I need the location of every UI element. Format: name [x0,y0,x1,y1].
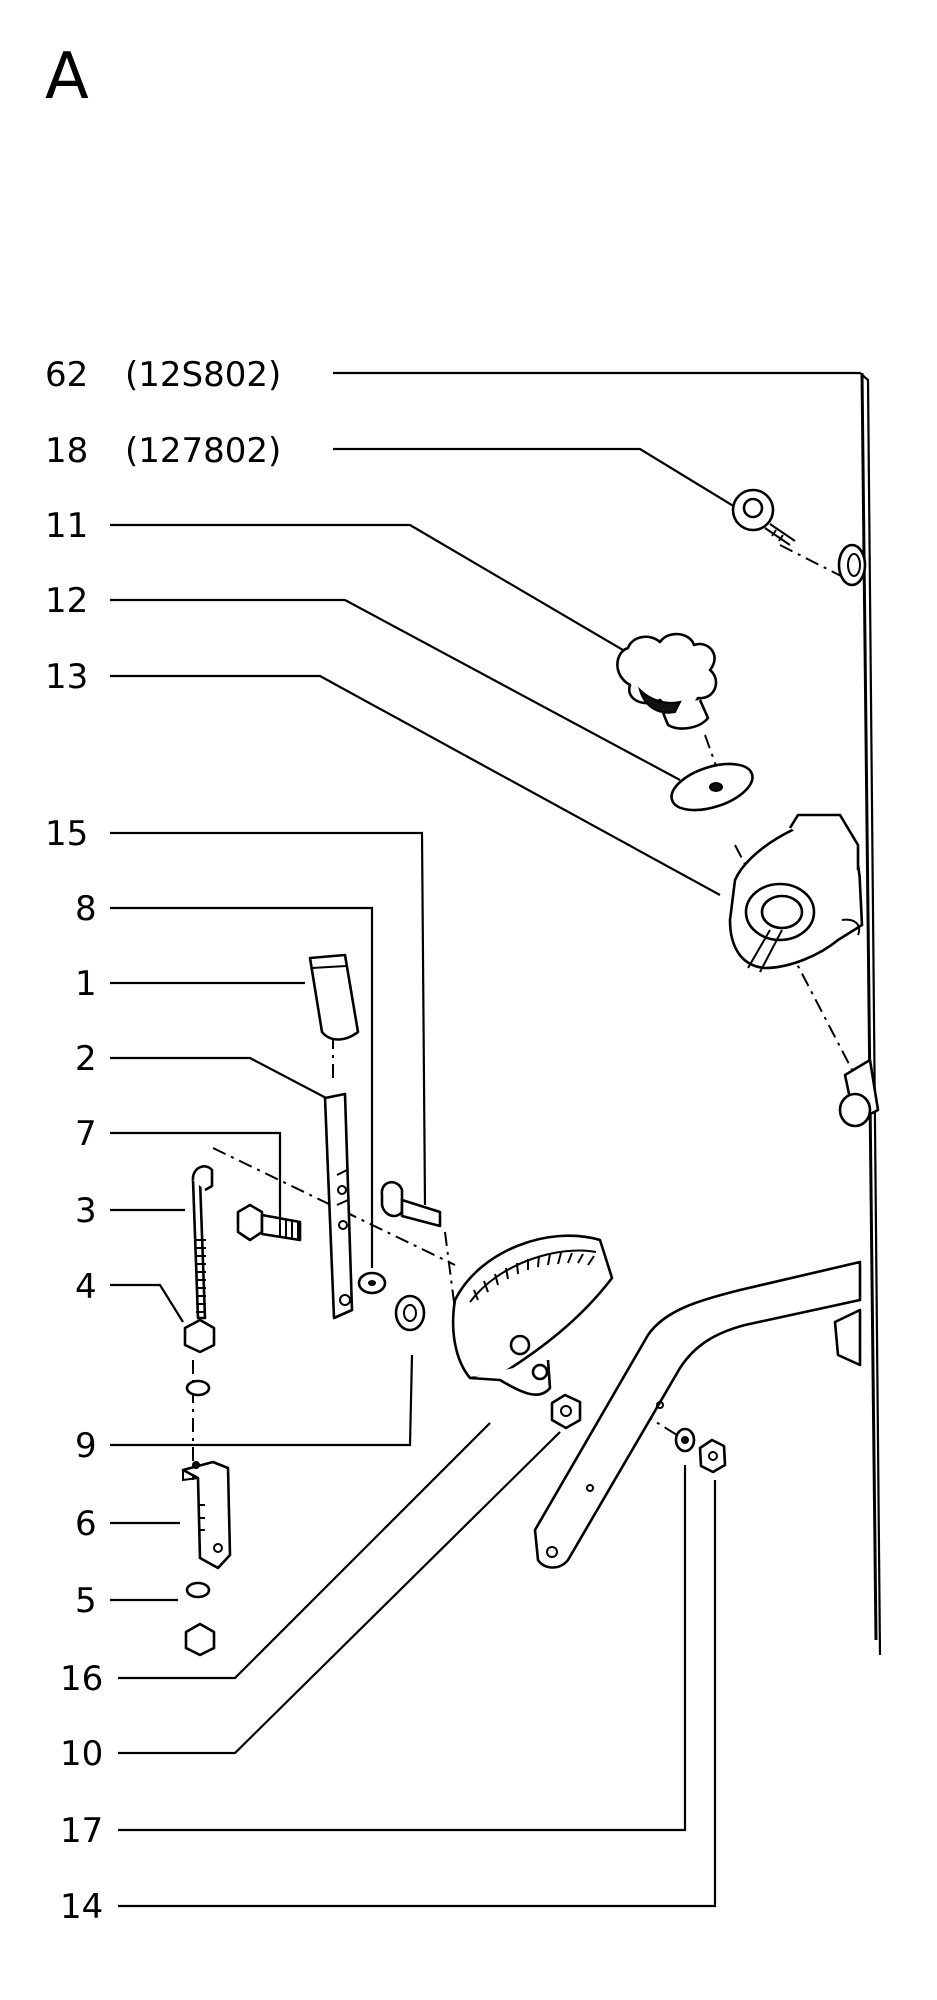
leader-17 [118,1465,687,1832]
callout-4-number: 4 [75,1267,97,1307]
leader-16 [118,1422,491,1680]
leader-8 [110,906,374,1268]
callout-6-number: 6 [75,1504,97,1544]
part-14-nut [698,1438,727,1474]
part-4-nut [183,1318,216,1354]
frame-arm [533,1260,862,1569]
leader-lines [110,371,882,1908]
part-10-nut [550,1393,582,1430]
callout-15-number: 15 [45,814,88,854]
part-13-bracket [728,813,864,973]
callout-8-number: 8 [75,889,97,929]
part-8-washer [357,1271,387,1295]
part-7-hex-bolt [236,1203,302,1242]
part-15-carriage-bolt [380,1181,442,1228]
part-3-threaded-rod [191,1165,214,1320]
leader-4 [110,1283,184,1323]
callout-5-number: 5 [75,1581,97,1621]
callout-1-number: 1 [75,964,97,1004]
leader-2 [110,1056,331,1101]
part-5-washer-nut [184,1581,216,1657]
part-17-washer [674,1427,696,1453]
callout-labels: 62 (12S802) 18 (127802) 11 12 13 15 8 1 … [45,355,281,1927]
callout-62-ref: (12S802) [125,355,281,395]
callout-3-number: 3 [75,1191,97,1231]
leader-12 [110,598,681,781]
leader-10 [118,1431,561,1755]
part-11-star-knob [616,632,718,730]
part-18-eye-bolt [731,488,867,587]
tube-end [838,1058,880,1128]
part-12-washer [670,762,754,812]
callout-17-number: 17 [60,1811,103,1851]
leader-11 [110,523,641,661]
callout-14-number: 14 [60,1887,103,1927]
leader-15 [110,831,427,1206]
leader-18 [333,447,741,511]
callout-18-number: 18 [45,431,88,471]
callout-16-number: 16 [60,1659,103,1699]
leader-9 [110,1354,414,1447]
callout-12-number: 12 [45,581,88,621]
part-4-washer [185,1379,211,1397]
part-16-quadrant [451,1234,614,1396]
section-letter: A [45,40,89,114]
part-9-bushing [394,1294,426,1332]
callout-10-number: 10 [60,1734,103,1774]
part-62-handle-rod [860,372,878,1641]
leader-14 [118,1480,717,1908]
callout-2-number: 2 [75,1039,97,1079]
part-2-lever [323,1092,354,1320]
leader-7 [110,1131,282,1232]
part-6-l-bracket [181,1460,232,1570]
callout-9-number: 9 [75,1426,97,1466]
callout-11-number: 11 [45,506,88,546]
leader-62 [333,371,882,1656]
callout-62-number: 62 [45,355,88,395]
part-1-grip [308,953,360,1041]
callout-18-ref: (127802) [125,431,281,471]
leader-13 [110,674,721,896]
callout-13-number: 13 [45,657,88,697]
callout-7-number: 7 [75,1114,97,1154]
